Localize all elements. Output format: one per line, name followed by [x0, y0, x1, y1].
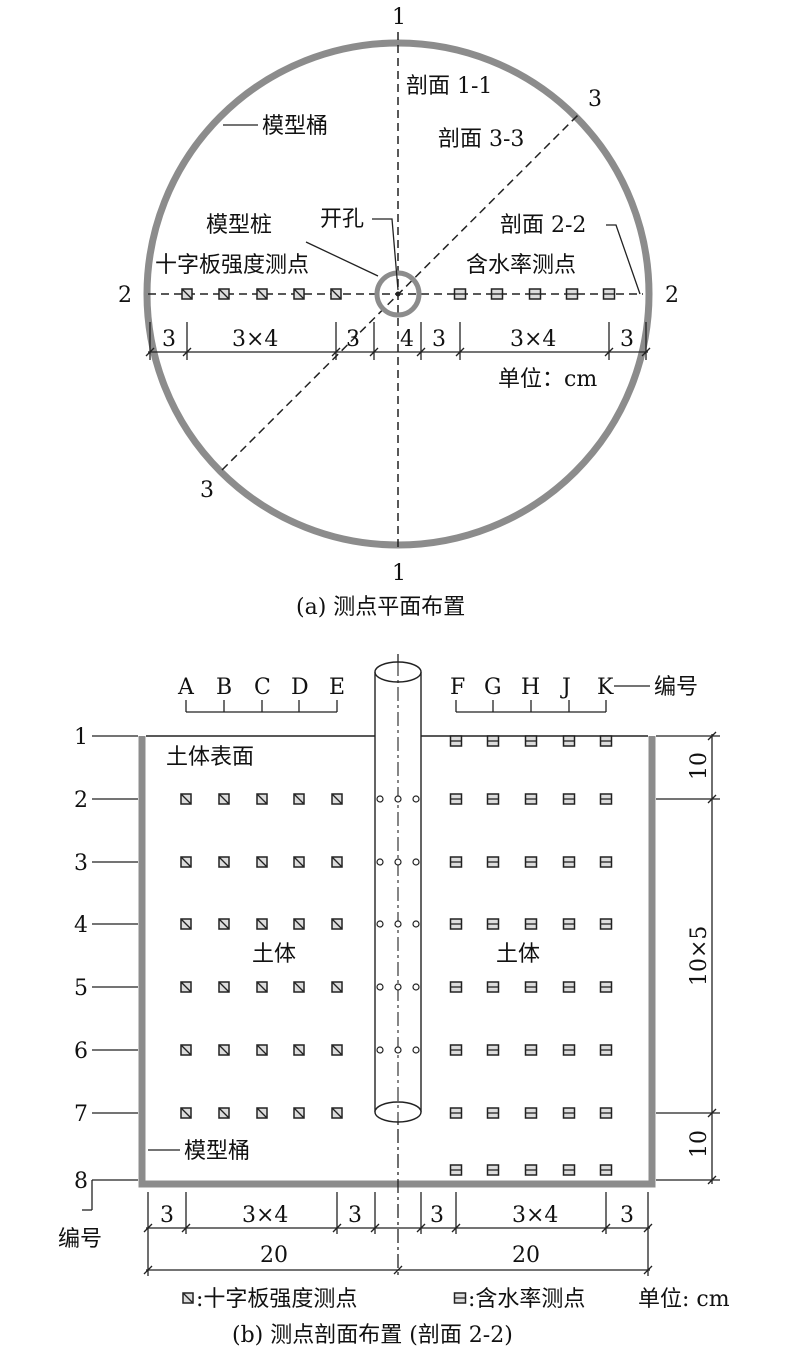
- right-dim-top: 10: [687, 752, 712, 780]
- plan-vane-label: 十字板强度测点: [155, 253, 309, 278]
- plan-sec-1-bottom: 1: [392, 561, 406, 586]
- legend-vane-label: :十字板强度测点: [196, 1287, 357, 1312]
- bottom-dim-l1: 3×4: [242, 1203, 288, 1228]
- row-5: 5: [74, 976, 88, 1001]
- legend-moisture-label: :含水率测点: [468, 1287, 585, 1312]
- bottom-dim-r1: 3×4: [512, 1203, 558, 1228]
- plan-sec-2-left: 2: [118, 283, 132, 308]
- row-axis: [82, 735, 138, 1211]
- plan-unit: 单位：cm: [498, 367, 597, 392]
- left-column-bracket: [185, 700, 338, 713]
- plan-pile-hole: [395, 291, 401, 297]
- row-id-label: 编号: [58, 1227, 102, 1252]
- bottom-dim-r0: 3: [430, 1203, 444, 1228]
- plan-dim-3: 4: [400, 327, 414, 352]
- section-caption: (b) 测点剖面布置 (剖面 2-2): [232, 1323, 513, 1348]
- plan-pile-circle: [374, 270, 422, 318]
- col-E: E: [329, 675, 345, 700]
- plan-pile-leader: [305, 241, 379, 277]
- soil-label-right: 土体: [496, 942, 540, 967]
- plan-section-22-label: 剖面 2-2: [500, 213, 586, 238]
- plan-section-33-label: 剖面 3-3: [438, 127, 524, 152]
- plan-dimension-line: [145, 322, 651, 360]
- col-A: A: [177, 675, 195, 700]
- row-1: 1: [74, 725, 88, 750]
- plan-view: 1 1 2 2 3 3 剖面 1-1 剖面 3-3 模型桶 模型桩 开孔 剖面 …: [118, 5, 679, 620]
- col-D: D: [291, 675, 309, 700]
- plan-sec-2-right: 2: [665, 283, 679, 308]
- row-7: 7: [74, 1102, 88, 1127]
- plan-sec-1-top: 1: [392, 5, 406, 30]
- plan-caption: (a) 测点平面布置: [296, 595, 465, 620]
- section-view: A B C D E F G H J K 编号: [58, 654, 730, 1348]
- right-dimension-line: [656, 731, 720, 1185]
- bottom-dim-l0: 3: [160, 1203, 174, 1228]
- col-J: J: [560, 675, 571, 700]
- bottom-dimension-lines: [143, 1192, 653, 1276]
- right-column-bracket: [455, 700, 607, 713]
- bottom-dim-l2: 3: [348, 1203, 362, 1228]
- legend: :十字板强度测点 :含水率测点 单位: cm: [182, 1287, 730, 1312]
- col-G: G: [484, 675, 502, 700]
- legend-moisture-symbol: [453, 1292, 467, 1304]
- plan-moisture-label: 含水率测点: [466, 253, 576, 278]
- soil-surface-label: 土体表面: [166, 745, 254, 770]
- section-bucket-wall: [138, 736, 656, 1188]
- bottom-dim-r2: 3: [620, 1203, 634, 1228]
- plan-sec-3-bottom: 3: [200, 478, 214, 503]
- row-3: 3: [74, 851, 88, 876]
- right-dim-bottom: 10: [687, 1130, 712, 1158]
- section-unit: 单位: cm: [638, 1287, 730, 1312]
- section-pile: [374, 661, 422, 1123]
- pile-holes: [376, 795, 420, 1054]
- plan-hole-leader: [372, 218, 399, 291]
- row-6: 6: [74, 1039, 88, 1064]
- plan-pile-label: 模型桩: [206, 213, 272, 238]
- plan-section-22-leader: [606, 224, 641, 295]
- plan-bucket-label: 模型桶: [262, 114, 328, 139]
- plan-dim-5: 3×4: [510, 327, 556, 352]
- legend-vane-symbol: [182, 1292, 194, 1304]
- plan-dim-0: 3: [162, 327, 176, 352]
- col-C: C: [254, 675, 271, 700]
- plan-sec-3-top: 3: [588, 87, 602, 112]
- row-2: 2: [74, 788, 88, 813]
- col-H: H: [521, 675, 540, 700]
- half-width-left: 20: [260, 1243, 288, 1268]
- half-width-right: 20: [512, 1243, 540, 1268]
- col-K: K: [597, 675, 614, 700]
- plan-hole-label: 开孔: [320, 207, 364, 232]
- plan-dim-1: 3×4: [232, 327, 278, 352]
- row-8: 8: [74, 1169, 88, 1194]
- col-B: B: [216, 675, 232, 700]
- right-dim-middle: 10×5: [687, 926, 712, 986]
- plan-dim-4: 3: [432, 327, 446, 352]
- row-4: 4: [74, 913, 88, 938]
- plan-dim-6: 3: [620, 327, 634, 352]
- plan-section-11-label: 剖面 1-1: [406, 74, 492, 99]
- soil-label-left: 土体: [252, 942, 296, 967]
- section-bucket-label: 模型桶: [184, 1139, 250, 1164]
- plan-dim-2: 3: [346, 327, 360, 352]
- col-id-label: 编号: [654, 675, 698, 700]
- col-F: F: [450, 675, 465, 700]
